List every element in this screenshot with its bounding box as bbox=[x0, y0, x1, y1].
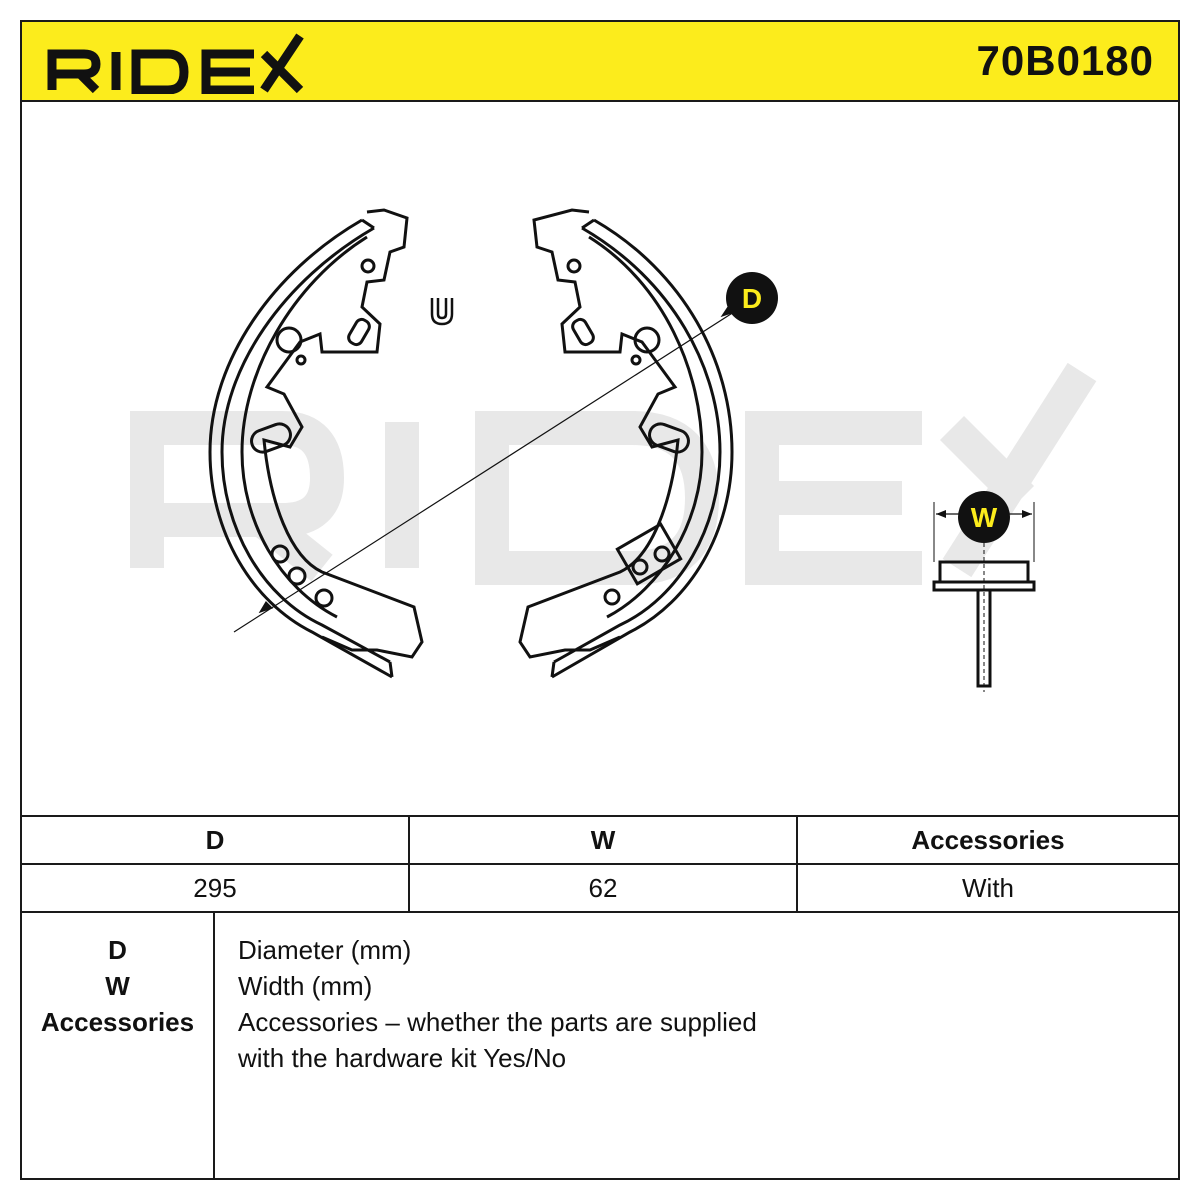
legend-descriptions: Diameter (mm) Width (mm) Accessories – w… bbox=[238, 932, 938, 1076]
product-sheet: 70B0180 bbox=[20, 20, 1180, 1180]
legend-keys: D W Accessories bbox=[22, 912, 215, 1180]
width-label-marker: W bbox=[958, 491, 1010, 543]
legend-desc-diameter: Diameter (mm) bbox=[238, 935, 412, 965]
spec-header-row: D W Accessories bbox=[22, 815, 1178, 865]
watermark-logo bbox=[130, 362, 1097, 585]
header-bar: 70B0180 bbox=[22, 22, 1178, 102]
spec-value-d: 295 bbox=[22, 863, 410, 913]
spec-header-w: W bbox=[408, 815, 798, 865]
legend-key-d: D bbox=[108, 935, 127, 965]
diameter-label-marker: D bbox=[726, 272, 778, 324]
label-d: D bbox=[742, 283, 762, 314]
legend-desc-accessories: Accessories – whether the parts are supp… bbox=[238, 1007, 757, 1037]
spec-header-d: D bbox=[22, 815, 410, 865]
brake-shoe-diagram: D W bbox=[130, 208, 1097, 692]
part-number: 70B0180 bbox=[976, 37, 1154, 84]
spec-value-w: 62 bbox=[408, 863, 798, 913]
legend-key-w: W bbox=[105, 971, 130, 1001]
spec-header-accessories: Accessories bbox=[796, 815, 1178, 865]
technical-drawing: D W bbox=[22, 102, 1178, 815]
label-w: W bbox=[971, 502, 998, 533]
clip-symbol bbox=[430, 298, 454, 326]
right-brake-shoe bbox=[518, 208, 734, 679]
left-brake-shoe bbox=[208, 208, 424, 679]
spec-table: D W Accessories 295 62 With bbox=[22, 815, 1178, 913]
legend-desc-width: Width (mm) bbox=[238, 971, 373, 1001]
legend-key-accessories: Accessories bbox=[40, 1007, 195, 1037]
legend: D W Accessories Diameter (mm) Width (mm)… bbox=[22, 912, 1178, 1180]
spec-value-row: 295 62 With bbox=[22, 863, 1178, 913]
spec-value-accessories: With bbox=[796, 863, 1178, 913]
ridex-logo bbox=[47, 33, 304, 94]
legend-desc-accessories-cont: with the hardware kit Yes/No bbox=[238, 1043, 567, 1073]
